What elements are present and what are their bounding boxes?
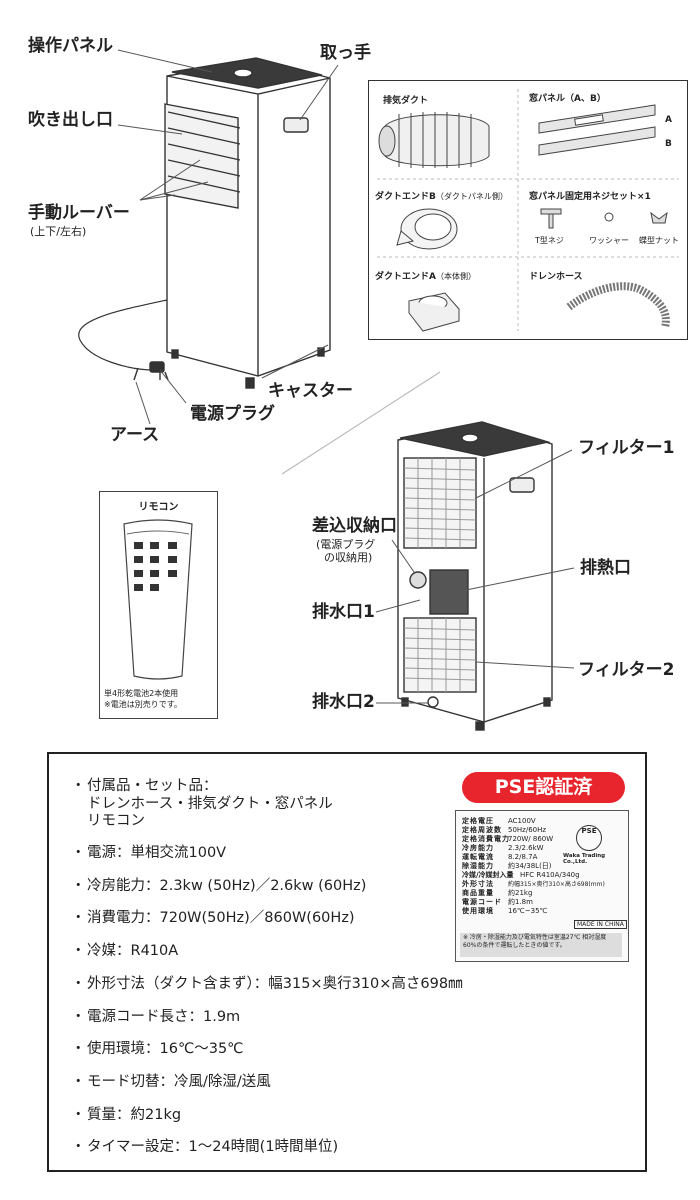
label-caster: キャスター [268,381,353,401]
label-control-panel: 操作パネル [28,36,113,56]
plate-row: 外形寸法約幅315×奥行310×高さ698(mm) [462,880,605,888]
pse-mark-icon: PSE [576,825,602,851]
plate-row: 定格消費電力720W/ 860W [462,835,554,843]
plate-row: 電源コード約1.8m [462,898,533,906]
label-storage-sub2: の収納用) [324,551,373,564]
spec-timer: タイマー設定：1～24時間(1時間単位) [71,1139,463,1157]
product-illustration [78,49,575,731]
acc-washer-label: ワッシャー [589,236,629,245]
label-earth: アース [110,425,160,445]
remote-box: リモコン 単4形乾電池2本使用 ※電池は別売りです。 [99,491,218,719]
front-unit-drawing [78,57,331,389]
plate-row: 除湿能力約34/38L(日) [462,862,552,870]
spec-cooling: 冷房能力：2.3kw (50Hz)／2.6kw (60Hz) [71,878,463,896]
acc-t-screw-label: T型ネジ [535,236,564,245]
label-louver-sub: (上下/左右) [30,225,87,238]
remote-note: 単4形乾電池2本使用 ※電池は別売りです。 [104,689,182,711]
accessories-box: 排気ダクト 窓パネル（A、B） A B ダクトエンドB（ダクトパネル側） 窓パネ… [368,80,688,340]
remote-drawing [123,519,193,680]
label-air-outlet: 吹き出し口 [28,110,113,130]
label-storage-sub1: (電源プラグ [316,538,376,551]
acc-panel-a-label: A [665,115,672,125]
label-manual-louver: 手動ルーバー [28,203,130,223]
acc-duct-label: 排気ダクト [383,96,429,106]
label-filter-1: フィルター1 [578,438,675,458]
label-drain-2: 排水口2 [312,692,375,712]
acc-duct-end-b-label: ダクトエンドB（ダクトパネル側） [375,192,508,202]
spec-cord: 電源コード長さ：1.9m [71,1009,463,1027]
label-storage-port: 差込収納口 [312,516,397,536]
acc-panel-b-label: B [665,139,672,149]
label-exhaust-port: 排熱口 [580,558,631,578]
acc-screw-set-label: 窓パネル固定用ネジセット×1 [529,192,651,202]
spec-mode: モード切替：冷風/除湿/送風 [71,1074,463,1092]
remote-note-battery: 単4形乾電池2本使用 [104,689,179,698]
remote-title: リモコン [138,502,179,513]
plate-row: 商品重量約21kg [462,889,533,897]
spec-weight: 質量：約21kg [71,1107,463,1125]
acc-window-panel-label: 窓パネル（A、B） [529,94,606,104]
spec-environment: 使用環境：16℃～35℃ [71,1041,463,1059]
remote-note-not-included: ※電池は別売りです。 [104,699,182,709]
plate-origin: MADE IN CHINA [574,920,627,929]
spec-refrigerant: 冷媒：R410A [71,943,463,961]
spec-power: 電源：単相交流100V [71,845,463,863]
label-filter-2: フィルター2 [578,660,675,680]
plate-maker: Waka Trading Co.,Ltd. [563,853,606,865]
front-leader-lines [117,49,339,425]
back-leader-lines [375,449,575,704]
plate-note: ※ 冷房・除湿能力及び電気特性は室温27℃ 相対湿度60%の条件で運転したときの… [460,933,622,957]
accessories-drawings [377,89,679,332]
acc-wing-nut-label: 蝶型ナット [639,236,679,245]
pse-badge: PSE認証済 [462,772,625,803]
back-unit-drawing [397,421,553,731]
label-handle: 取っ手 [320,43,371,63]
acc-duct-end-a-label: ダクトエンドA（本体側） [375,272,476,282]
label-power-plug: 電源プラグ [190,404,275,424]
label-drain-1: 排水口1 [312,602,375,622]
spec-consumption: 消費電力：720W(50Hz)／860W(60Hz) [71,910,463,928]
spec-dimensions: 外形寸法（ダクト含まず）：幅315×奥行310×高さ698㎜ [71,976,463,994]
acc-drain-hose-label: ドレンホース [529,272,583,282]
